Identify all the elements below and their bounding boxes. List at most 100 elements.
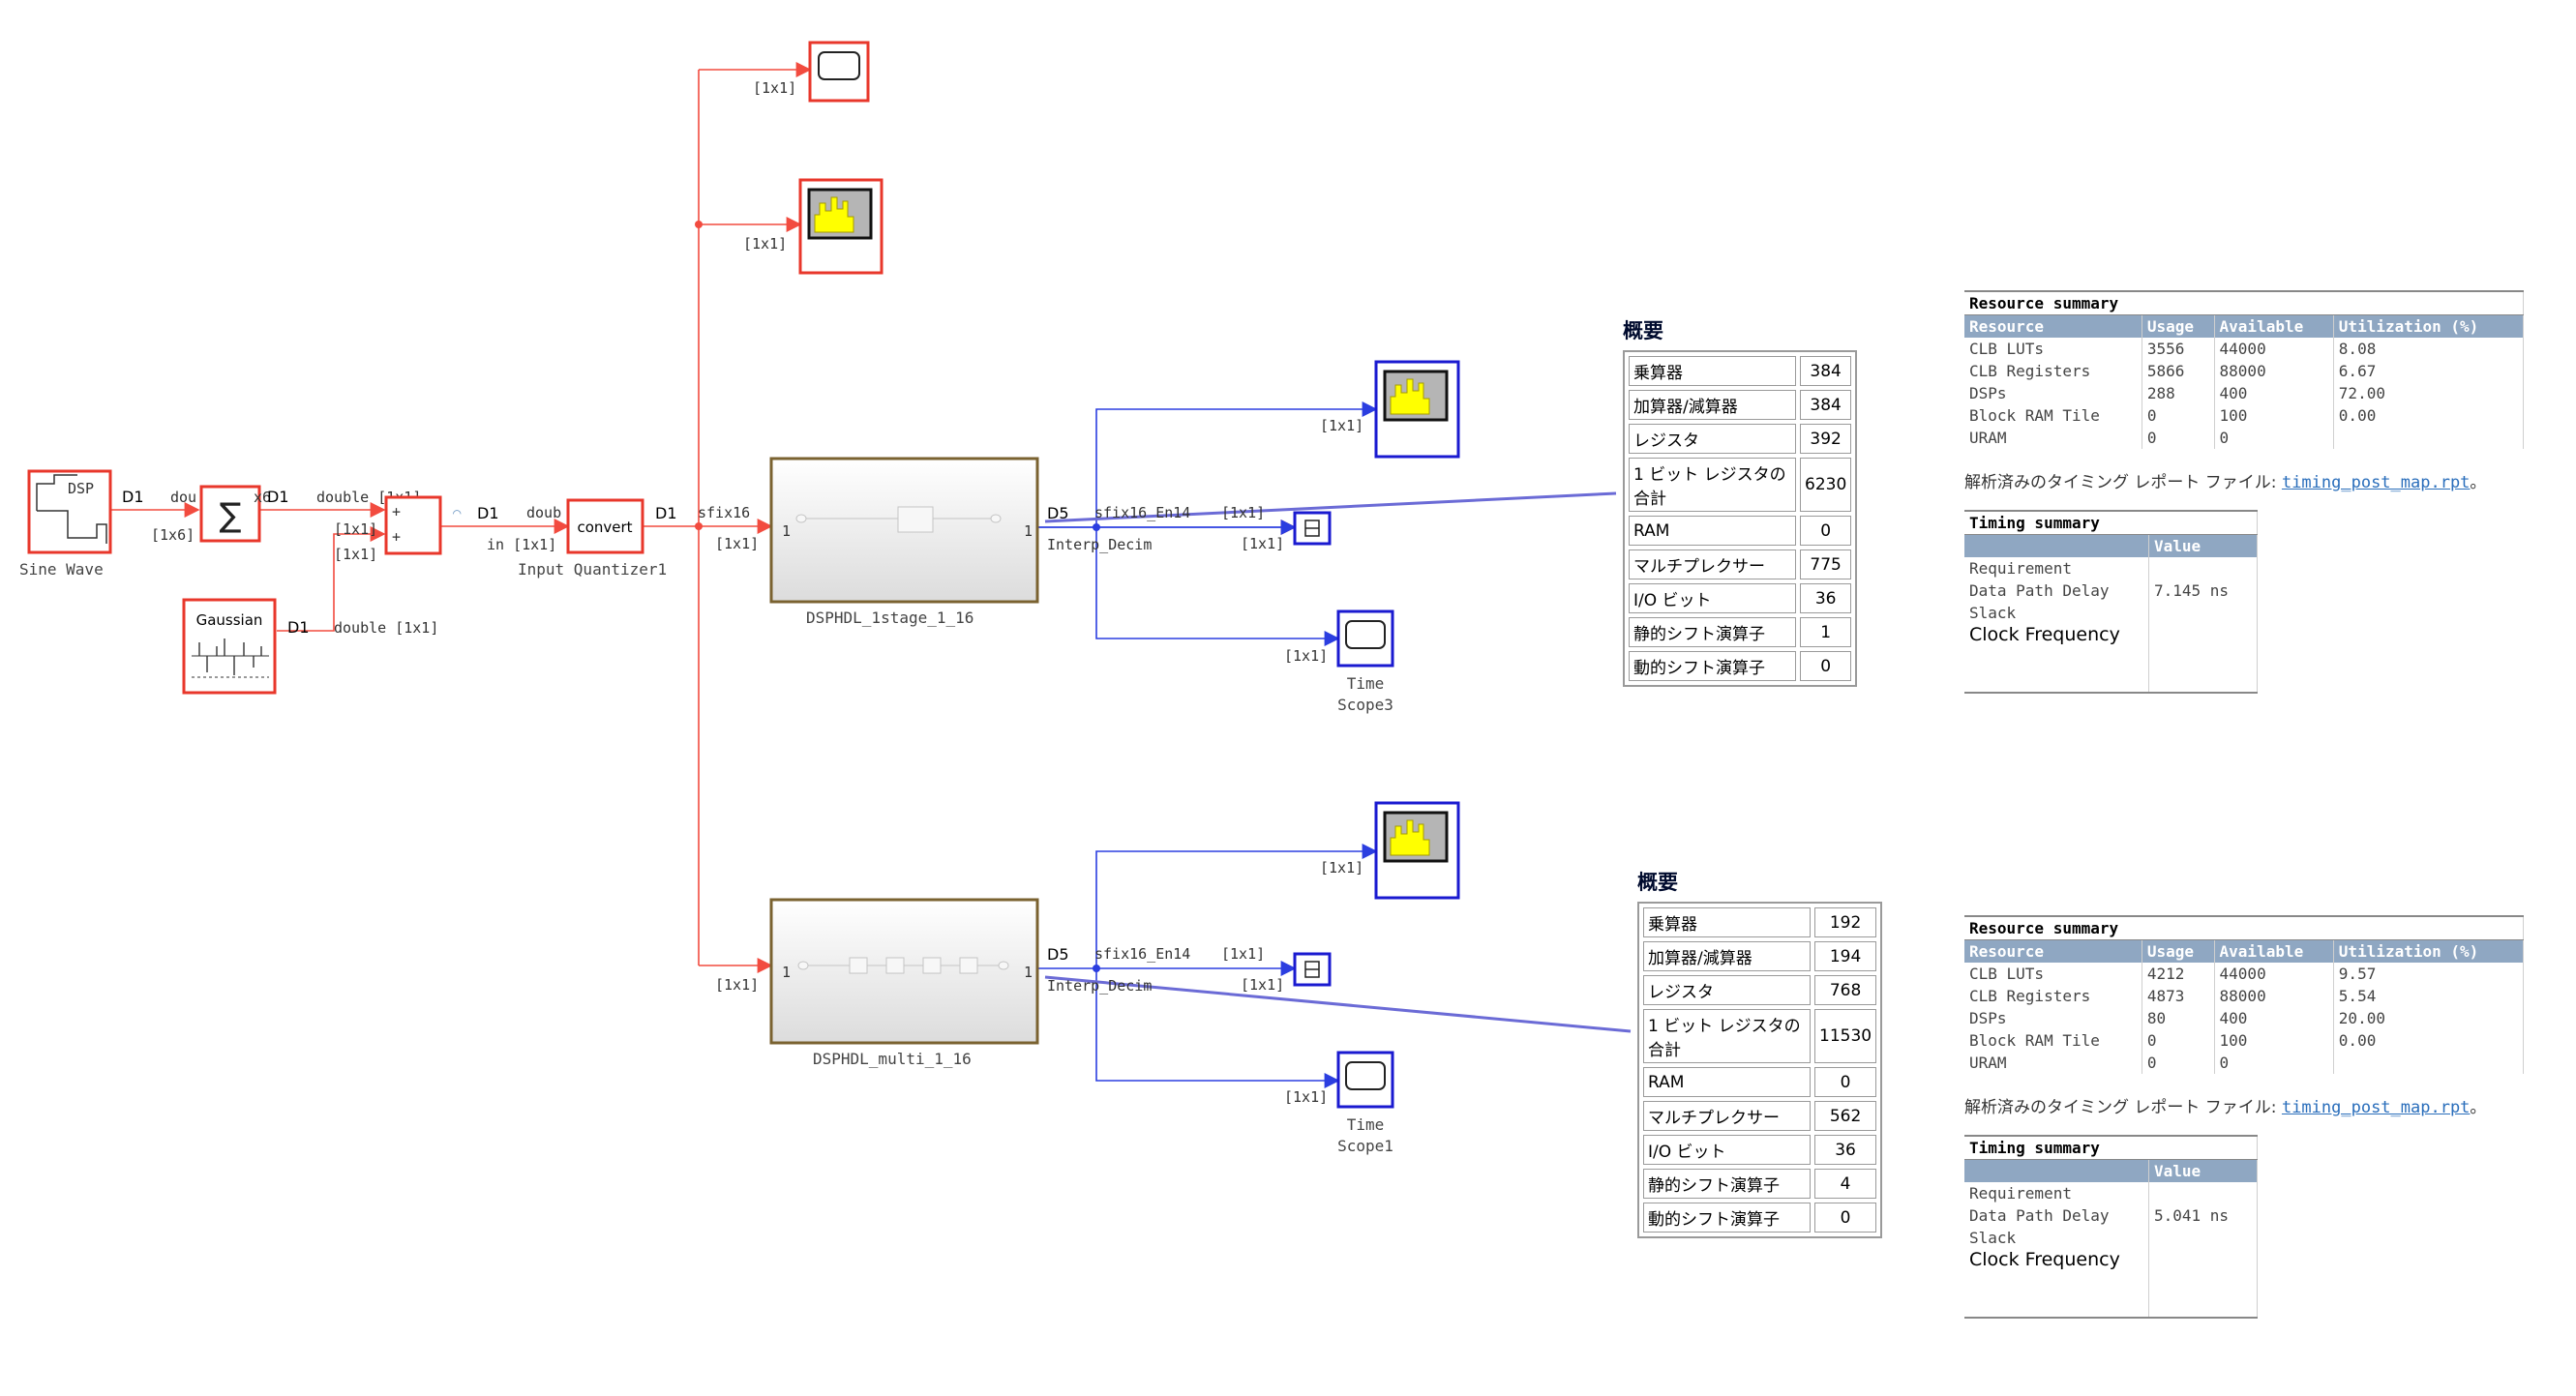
timing-row: Slack bbox=[1964, 1227, 2258, 1249]
resource-cell: URAM bbox=[1964, 1052, 2142, 1074]
adder-block[interactable]: + + bbox=[384, 495, 442, 555]
sine-wave-block[interactable]: DSP Sine Wave bbox=[19, 469, 112, 579]
resource-cell: 0 bbox=[2142, 1052, 2215, 1074]
branch-point bbox=[1093, 523, 1100, 531]
plus-icon: + bbox=[392, 503, 401, 520]
sine-rate: D1 bbox=[122, 488, 144, 506]
resource-header-cell: Available bbox=[2214, 314, 2334, 338]
terminator-2[interactable] bbox=[1293, 952, 1332, 987]
resource-header-cell: Available bbox=[2214, 939, 2334, 963]
gaussian-icon-text: Gaussian bbox=[196, 611, 263, 629]
resource-cell: 72.00 bbox=[2333, 382, 2525, 404]
top-spectrum-block[interactable] bbox=[798, 178, 884, 275]
resource-cell: 5866 bbox=[2142, 360, 2215, 382]
resource-caption: Resource summary bbox=[1964, 290, 2524, 315]
sine-dim: [1x6] bbox=[151, 526, 195, 544]
timing-header-row: Value bbox=[1964, 1159, 2258, 1182]
resource-cell: 6.67 bbox=[2333, 360, 2525, 382]
branch-point bbox=[695, 221, 703, 228]
summary-key: 乗算器 bbox=[1629, 356, 1796, 386]
summary-value: 0 bbox=[1814, 1203, 1877, 1233]
summary-value: 775 bbox=[1800, 549, 1852, 579]
terminator2-dim: [1x1] bbox=[1241, 976, 1284, 994]
timing-cell bbox=[2148, 557, 2258, 579]
subsys1-in-port: 1 bbox=[782, 522, 791, 540]
subsystem-1stage-block[interactable]: 1 1 bbox=[769, 457, 1039, 604]
summary-key: 静的シフト演算子 bbox=[1629, 617, 1796, 647]
resource-header-cell: Usage bbox=[2142, 939, 2215, 963]
time-scope-1[interactable] bbox=[1336, 1051, 1394, 1109]
gaussian-block[interactable]: Gaussian bbox=[182, 598, 277, 695]
spectrum1-dim: [1x1] bbox=[1320, 417, 1363, 434]
summary-value: 194 bbox=[1814, 941, 1877, 971]
subsys1-out-port: 1 bbox=[1024, 522, 1033, 540]
out1-dim: [1x1] bbox=[1221, 504, 1265, 521]
resource-header-cell: Usage bbox=[2142, 314, 2215, 338]
time-scope-3[interactable] bbox=[1336, 609, 1394, 668]
clock-frequency-label: Clock Frequency bbox=[1964, 624, 2149, 694]
scope1-label-time: Time bbox=[1347, 1115, 1385, 1134]
resource-cell: 0 bbox=[2142, 1029, 2215, 1052]
summary-key: 1 ビット レジスタの合計 bbox=[1643, 1009, 1811, 1063]
subsys1-in-dim: [1x1] bbox=[715, 535, 759, 552]
sigma-icon: ∑ bbox=[220, 496, 242, 535]
resource-header-cell: Resource bbox=[1964, 314, 2142, 338]
resource-cell: 20.00 bbox=[2333, 1007, 2525, 1029]
spectrum-analyzer-2[interactable] bbox=[1374, 801, 1460, 900]
summary2-title: 概要 bbox=[1637, 871, 1678, 894]
sine-icon-text: DSP bbox=[68, 480, 94, 497]
summary-value: 192 bbox=[1814, 907, 1877, 937]
out1-name: Interp_Decim bbox=[1047, 536, 1152, 553]
timing-report-link[interactable]: timing_post_map.rpt bbox=[2281, 473, 2471, 492]
resource-cell: 400 bbox=[2214, 382, 2334, 404]
timing-report-note-1: 解析済みのタイミング レポート ファイル: timing_post_map.rp… bbox=[1964, 468, 2524, 492]
sine-wave-label: Sine Wave bbox=[19, 560, 104, 579]
resource-cell: DSPs bbox=[1964, 1007, 2142, 1029]
out1-type: sfix16_En14 bbox=[1094, 504, 1190, 521]
timing-cell bbox=[2148, 602, 2258, 624]
terminator-1[interactable] bbox=[1293, 511, 1332, 546]
resource-cell: Block RAM Tile bbox=[1964, 404, 2142, 427]
out2-name: Interp_Decim bbox=[1047, 977, 1152, 995]
top-scope-block[interactable] bbox=[808, 41, 870, 103]
terminator1-dim: [1x1] bbox=[1241, 535, 1284, 552]
timing-cell: Requirement bbox=[1964, 557, 2149, 579]
convert-in-dim: in [1x1] bbox=[487, 536, 556, 553]
convert-block[interactable]: convert bbox=[566, 498, 644, 554]
adder-in1-dim: [1x1] bbox=[334, 520, 377, 538]
resource-cell: 9.57 bbox=[2333, 963, 2525, 985]
subsys1-label: DSPHDL_1stage_1_16 bbox=[806, 609, 973, 627]
timing-caption: Timing summary bbox=[1964, 510, 2258, 535]
summary-key: 1 ビット レジスタの合計 bbox=[1629, 458, 1796, 512]
convert-icon-text: convert bbox=[577, 519, 632, 536]
gaussian-out-type: double [1x1] bbox=[334, 619, 438, 637]
out2-type: sfix16_En14 bbox=[1094, 945, 1190, 963]
timing-report-link[interactable]: timing_post_map.rpt bbox=[2281, 1098, 2471, 1117]
subsystem-multi-block[interactable]: 1 1 bbox=[769, 898, 1039, 1045]
branch-point bbox=[695, 522, 703, 530]
plus-icon: + bbox=[392, 528, 401, 546]
spectrum-analyzer-1[interactable] bbox=[1374, 360, 1460, 459]
red-signal-lines[interactable] bbox=[108, 62, 812, 973]
sum-in-type2: x6 bbox=[254, 489, 271, 506]
sum-block[interactable]: ∑ bbox=[199, 485, 261, 543]
summary-key: I/O ビット bbox=[1643, 1135, 1811, 1165]
summary-key: 乗算器 bbox=[1643, 907, 1811, 937]
timing-report-note-2: 解析済みのタイミング レポート ファイル: timing_post_map.rp… bbox=[1964, 1093, 2524, 1117]
clock-frequency-value bbox=[2148, 624, 2258, 694]
resource-cell: 0.00 bbox=[2333, 404, 2525, 427]
